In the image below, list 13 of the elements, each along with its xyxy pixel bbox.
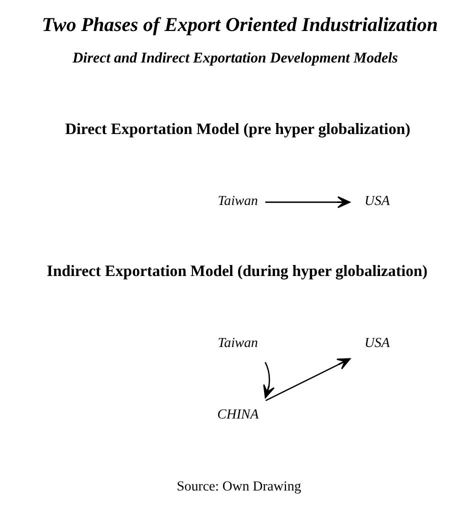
label: Indirect Exportation Model (during hyper globalization) — [46, 263, 428, 280]
arrow — [264, 358, 350, 402]
node-text: USA — [364, 192, 390, 208]
node-text: Taiwan — [217, 192, 258, 208]
node-text: USA — [364, 335, 390, 350]
node-text: Taiwan — [217, 335, 258, 350]
label: Direct and Indirect Exportation Development Models — [72, 50, 398, 66]
caption: Source: Own Drawing — [176, 478, 301, 494]
arrow — [262, 362, 274, 398]
diagram-title: Two Phases of Export Oriented Industrialization — [41, 14, 438, 36]
arrow — [264, 196, 350, 208]
node-text: CHINA — [216, 406, 258, 422]
label: Direct Exportation Model (pre hyper globalization) — [64, 120, 410, 138]
